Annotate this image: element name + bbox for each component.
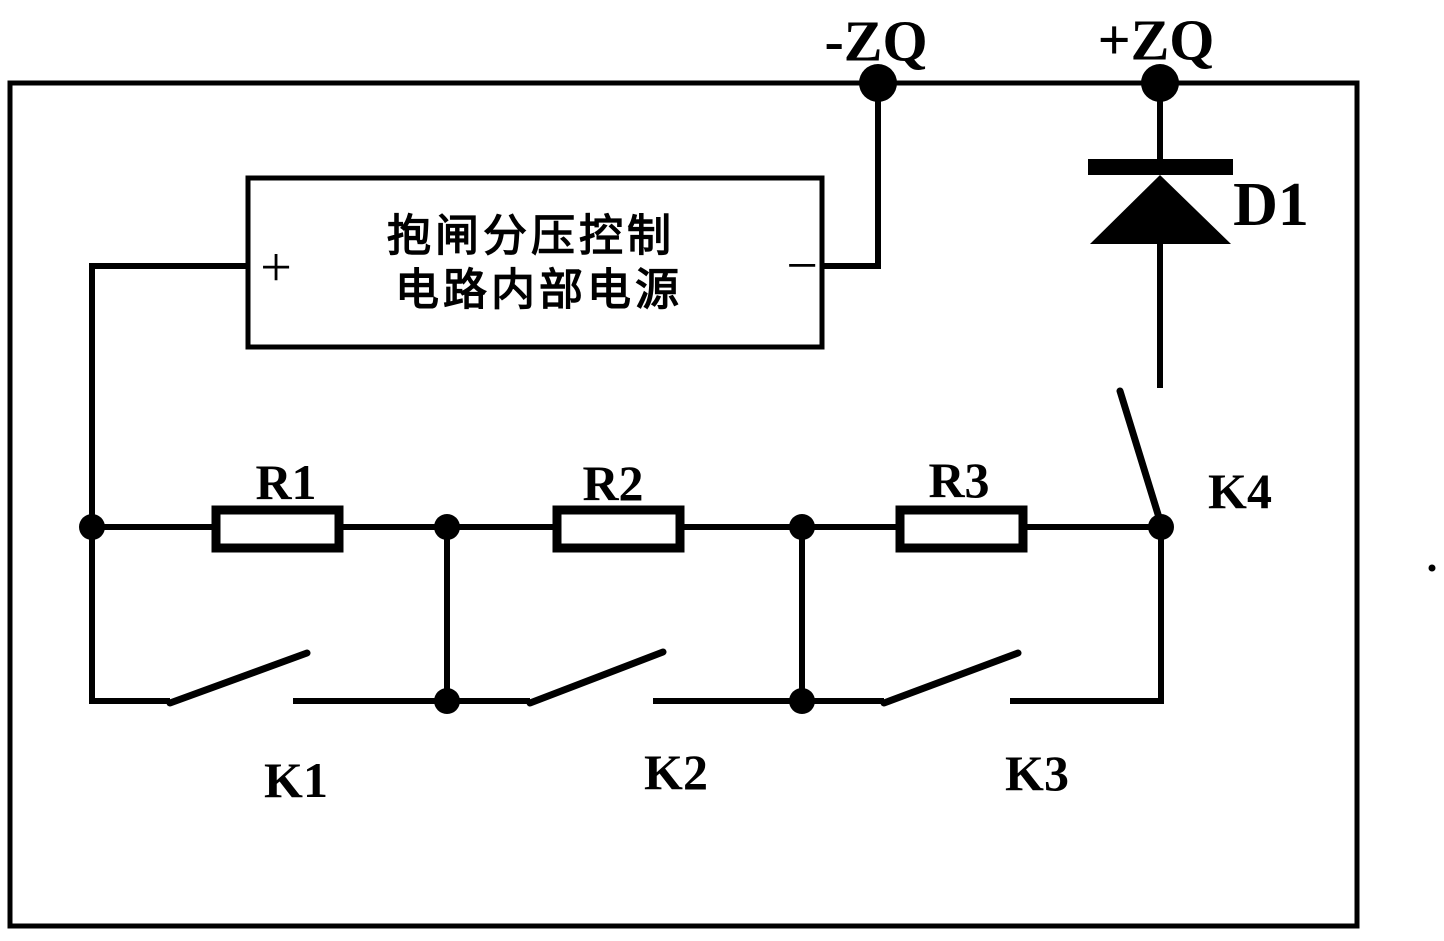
- power-supply-label-line2: 电路内部电源: [395, 266, 683, 315]
- junction-dot-bus-node1: [434, 514, 460, 540]
- resistor-r2-label: R2: [582, 455, 643, 511]
- terminal-label-negative: -ZQ: [824, 9, 927, 74]
- switch-k1-label: K1: [264, 752, 328, 808]
- junction-dot-bottom-node1: [434, 688, 460, 714]
- switch-k2-blade: [526, 648, 667, 707]
- power-supply-label-line1: 抱闸分压控制: [387, 212, 675, 261]
- resistor-r1-body: [211, 505, 344, 553]
- switch-k4-blade: [1116, 387, 1165, 528]
- power-supply-plus-sign: +: [260, 237, 292, 299]
- terminal-dot-positive: [1141, 64, 1179, 102]
- terminal-label-positive: +ZQ: [1098, 8, 1215, 73]
- resistor-r3-body: [895, 505, 1028, 553]
- resistor-r1-label: R1: [255, 454, 316, 510]
- scan-speck: [1428, 564, 1436, 572]
- resistor-r2-body: [552, 505, 685, 553]
- switch-k3-blade: [880, 649, 1022, 707]
- power-supply-minus-sign: −: [786, 235, 818, 297]
- diode-cathode-bar: [1088, 159, 1233, 175]
- diode-label: D1: [1233, 171, 1309, 239]
- power-supply-box: [245, 175, 825, 350]
- junction-dot-bus-node3: [1148, 514, 1174, 540]
- switch-k3-label: K3: [1005, 745, 1069, 801]
- resistor-r3-label: R3: [928, 452, 989, 508]
- switch-k4-label: K4: [1208, 463, 1272, 519]
- switch-k1-blade: [166, 649, 311, 707]
- enclosure-border: [7, 80, 1360, 929]
- switch-k2-label: K2: [644, 744, 708, 800]
- junction-dot-bus-left: [79, 514, 105, 540]
- junction-dot-bus-node2: [789, 514, 815, 540]
- terminal-dot-negative: [859, 64, 897, 102]
- junction-dot-bottom-node2: [789, 688, 815, 714]
- diode-anode-triangle: [1090, 175, 1231, 244]
